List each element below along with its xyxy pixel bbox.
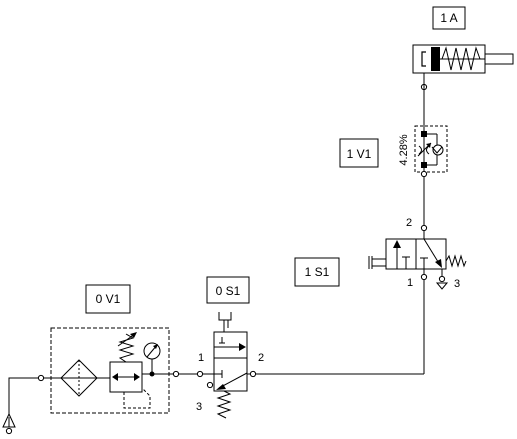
flow-control-valve-1v1[interactable]: 1 V1 4.28%: [339, 125, 448, 173]
flow-valve-setting: 4.28%: [398, 134, 410, 165]
flow-valve-label: 1 V1: [347, 147, 372, 161]
roller-valve-port-3: 3: [454, 278, 460, 290]
air-supply: [2, 374, 61, 435]
manual-valve-port-3: 3: [196, 401, 202, 413]
cylinder-label: 1 A: [440, 11, 457, 25]
roller-valve-1s1[interactable]: 1 S1 2 1 3: [294, 217, 467, 290]
manual-valve-label: 0 S1: [216, 284, 241, 298]
cylinder-1a[interactable]: 1 A: [412, 6, 514, 91]
manual-valve-port-1: 1: [198, 352, 204, 364]
roller-valve-port-2: 2: [406, 217, 412, 229]
service-unit-label: 0 V1: [96, 292, 121, 306]
roller-valve-port-1: 1: [407, 277, 413, 289]
manual-valve-port-2: 2: [258, 352, 264, 364]
roller-valve-label: 1 S1: [305, 265, 330, 279]
service-unit-0v1[interactable]: 0 V1: [50, 284, 170, 414]
manual-valve-0s1[interactable]: 0 S1 1 2 3: [196, 276, 264, 419]
